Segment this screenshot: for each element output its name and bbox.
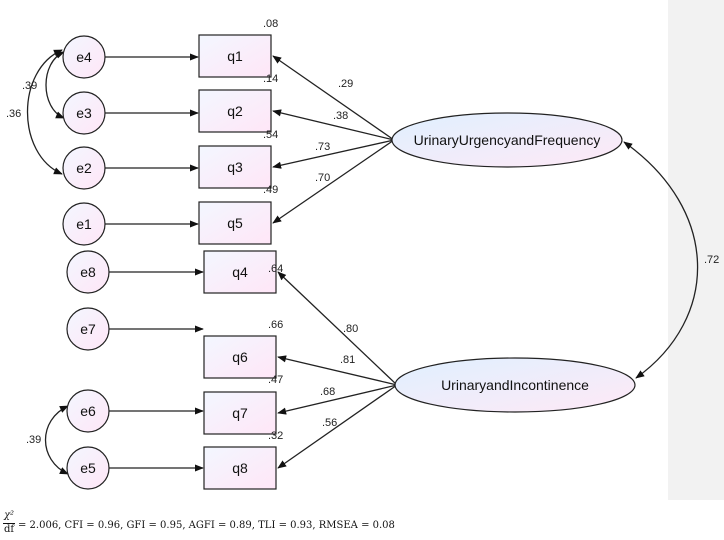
loading-path-q2 — [272, 109, 395, 141]
covariance-e4-e2 — [26, 49, 63, 175]
frac-bar — [3, 523, 15, 524]
frac-denominator: df — [3, 524, 15, 535]
error-label-e6: e6 — [80, 403, 96, 419]
r2-label-q3: .54 — [263, 129, 278, 141]
loading-path-q6 — [277, 355, 398, 386]
error-node-e6 — [66, 389, 110, 433]
loading-path-q3 — [272, 139, 395, 169]
error-label-e2: e2 — [76, 160, 92, 176]
observed-label-q3: q3 — [227, 159, 243, 175]
error-label-e1: e1 — [76, 216, 92, 232]
covariance-e4-e3 — [45, 51, 65, 119]
error-node-e7 — [66, 307, 110, 351]
observed-box-q2 — [198, 89, 272, 133]
observed-label-q4: q4 — [232, 264, 248, 280]
observed-box-q1 — [198, 34, 272, 78]
error-node-e5 — [66, 446, 110, 490]
r2-label-q5: .49 — [263, 184, 278, 196]
covariance-label-e4-e3: .39 — [22, 80, 37, 92]
error-label-e8: e8 — [80, 264, 96, 280]
observed-box-q6 — [203, 335, 277, 379]
r2-label-q6: .66 — [268, 319, 283, 331]
loading-path-q1 — [272, 55, 395, 141]
latent-label-L2: UrinaryandIncontinence — [441, 377, 589, 393]
observed-label-q1: q1 — [227, 48, 243, 64]
observed-box-q8 — [203, 446, 277, 490]
loading-label-q8: .56 — [322, 417, 337, 429]
error-label-e5: e5 — [80, 460, 96, 476]
loading-label-q3: .73 — [315, 141, 330, 153]
observed-label-q2: q2 — [227, 103, 243, 119]
latent-node-L2 — [394, 357, 636, 413]
r2-label-q1: .08 — [263, 18, 278, 30]
r2-label-q4: .64 — [268, 263, 283, 275]
frac-numerator: χ² — [3, 510, 15, 521]
error-node-e2 — [62, 146, 106, 190]
loading-path-q7 — [277, 384, 398, 415]
observed-label-q8: q8 — [232, 460, 248, 476]
covariance-e6-e5 — [45, 405, 69, 475]
loading-label-q2: .38 — [333, 110, 348, 122]
loading-label-q7: .68 — [320, 386, 335, 398]
loading-label-q6: .81 — [340, 354, 355, 366]
error-label-e3: e3 — [76, 105, 92, 121]
observed-box-q7 — [203, 391, 277, 435]
error-node-e3 — [62, 91, 106, 135]
loading-path-q5 — [272, 139, 395, 224]
error-node-e8 — [66, 250, 110, 294]
observed-box-q4 — [203, 250, 277, 294]
loading-label-q4: .80 — [343, 323, 358, 335]
latent-node-L1 — [391, 112, 623, 168]
loading-path-q4 — [277, 271, 398, 386]
loading-label-q1: .29 — [338, 78, 353, 90]
observed-label-q7: q7 — [232, 405, 248, 421]
covariance-label-e6-e5: .39 — [26, 434, 41, 446]
latent-covariance-label: .72 — [704, 254, 719, 266]
latent-covariance-path — [623, 141, 699, 379]
fit-indices-text: = 2.006, CFI = 0.96, GFI = 0.95, AGFI = … — [18, 520, 395, 531]
r2-label-q2: .14 — [263, 73, 278, 85]
observed-label-q5: q5 — [227, 215, 243, 231]
latent-label-L1: UrinaryUrgencyandFrequency — [414, 132, 601, 148]
chi-square-over-df: χ² df — [2, 510, 16, 536]
covariance-label-e4-e2: .36 — [6, 108, 21, 120]
observed-box-q5 — [198, 201, 272, 245]
error-node-e4 — [62, 35, 106, 79]
observed-box-q3 — [198, 145, 272, 189]
loading-label-q5: .70 — [315, 172, 330, 184]
fit-indices-caption: χ² df = 2.006, CFI = 0.96, GFI = 0.95, A… — [2, 510, 702, 540]
r2-label-q8: .32 — [268, 430, 283, 442]
loading-path-q8 — [277, 384, 398, 469]
error-label-e4: e4 — [76, 49, 92, 65]
error-label-e7: e7 — [80, 321, 96, 337]
error-node-e1 — [62, 202, 106, 246]
observed-label-q6: q6 — [232, 349, 248, 365]
r2-label-q7: .47 — [268, 374, 283, 386]
